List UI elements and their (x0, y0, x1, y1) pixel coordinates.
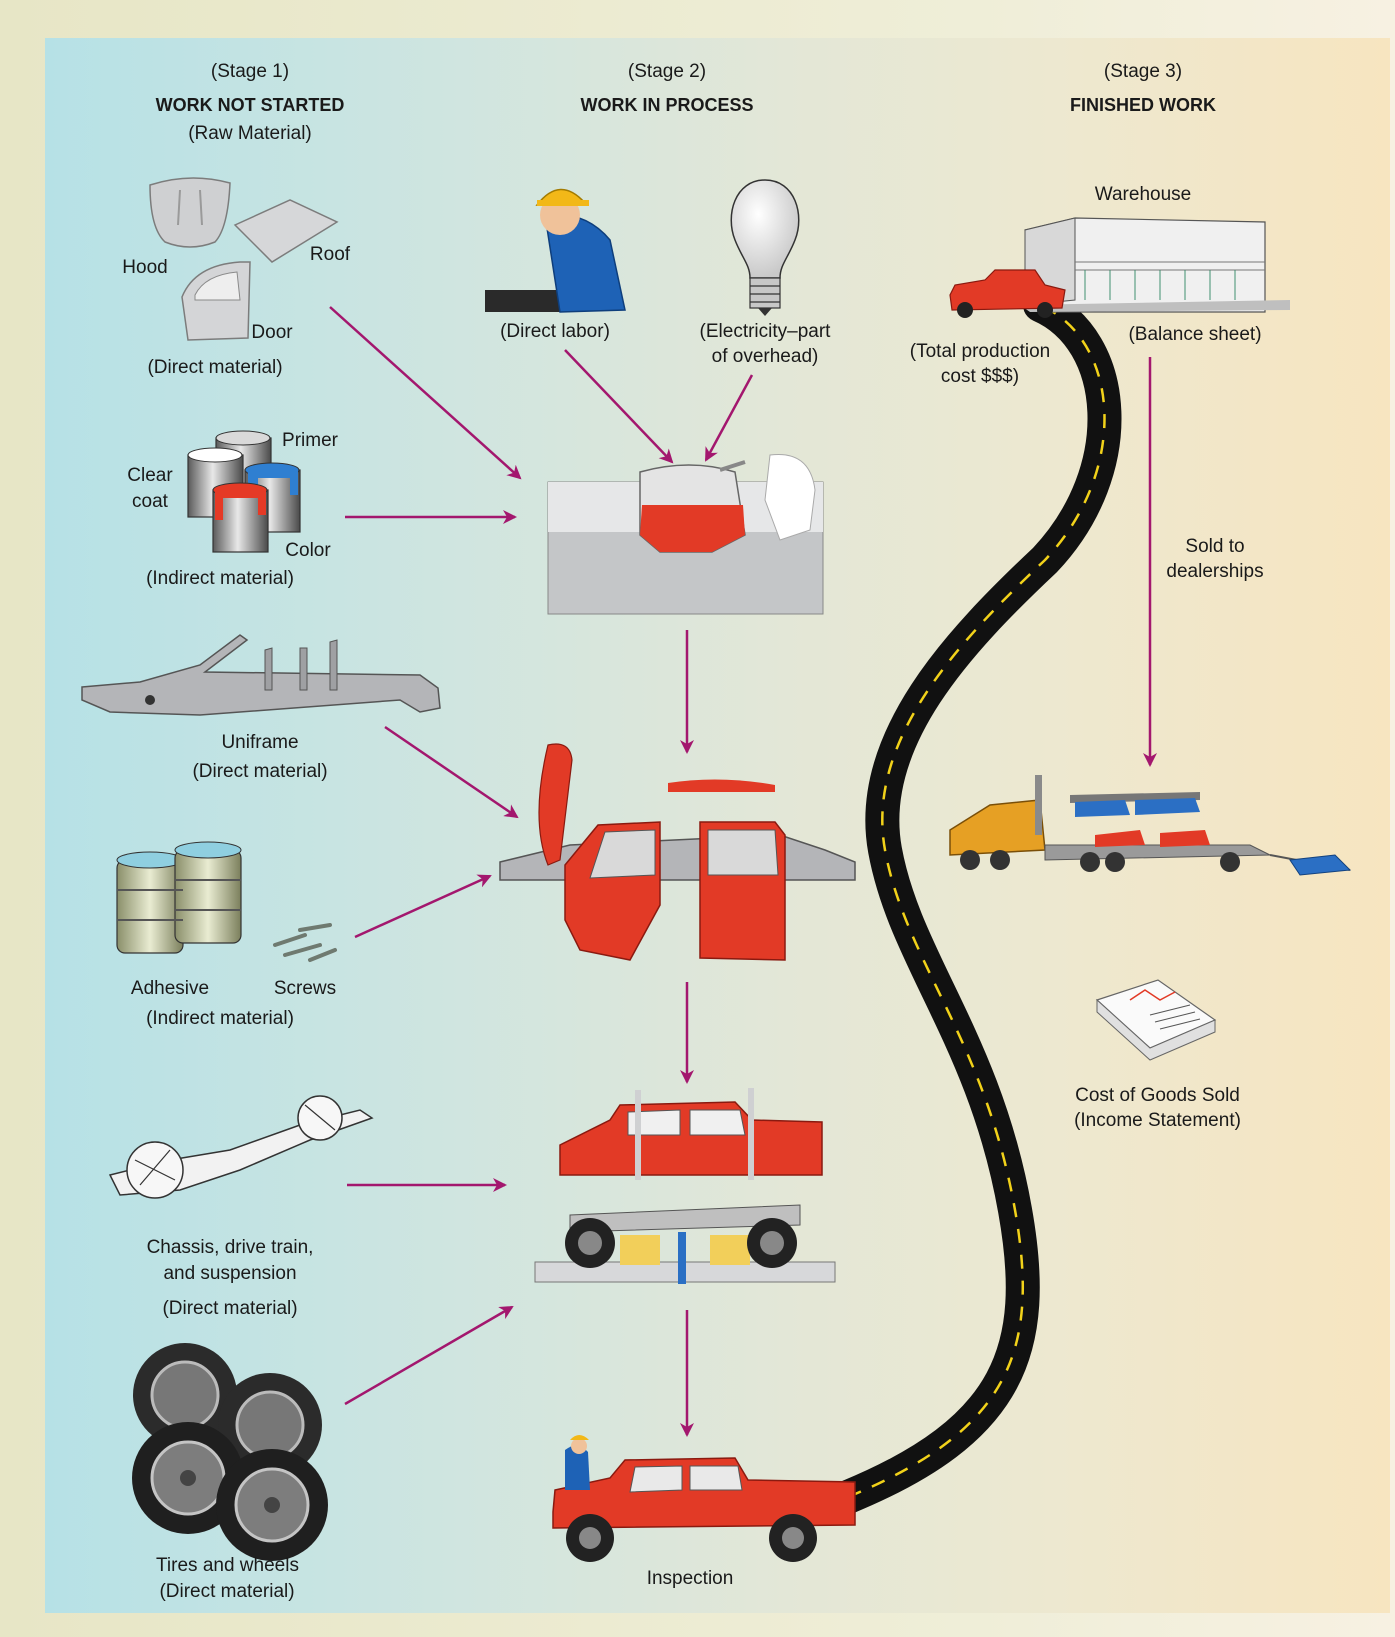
chassis-type-label: (Direct material) (162, 1298, 298, 1319)
paint-booth-icon (547, 453, 824, 615)
tires-icon (132, 1343, 328, 1561)
stage-1-label: (Stage 1) (210, 61, 290, 82)
hood-icon (149, 177, 231, 248)
warehouse-label: Warehouse (1094, 184, 1192, 205)
screws-icon (273, 923, 337, 962)
sold-label-line1: Sold to (1185, 536, 1245, 557)
chassis-icon (108, 1095, 374, 1199)
stage-2-title: WORK IN PROCESS (580, 95, 754, 115)
chassis-label-line2: and suspension (163, 1263, 297, 1284)
tires-type-label: (Direct material) (159, 1581, 295, 1602)
door-icon (181, 261, 251, 341)
electricity-label-line1: (Electricity–part (699, 321, 831, 342)
chassis-label-line1: Chassis, drive train, (146, 1237, 314, 1258)
tires-label: Tires and wheels (156, 1555, 299, 1576)
arrow-tires (344, 1305, 514, 1406)
stage-1-title: WORK NOT STARTED (155, 95, 345, 115)
adhesive-drums-icon (116, 841, 242, 954)
uniframe-label: Uniframe (221, 732, 299, 753)
income-statement-icon (1095, 979, 1217, 1061)
adhesive-label: Adhesive (130, 978, 210, 999)
cogs-label-line2: (Income Statement) (1074, 1110, 1241, 1131)
road-path (831, 288, 1122, 1514)
arrow-labor (564, 349, 674, 464)
car-carrier-icon (949, 775, 1352, 876)
inspection-truck-icon (552, 1435, 856, 1562)
production-cost-label-line2: cost $$$) (940, 366, 1020, 387)
stage-3-title: FINISHED WORK (1070, 95, 1216, 115)
stage-2-label: (Stage 2) (627, 61, 707, 82)
uniframe-type-label: (Direct material) (192, 761, 328, 782)
arrow-panels-to-paint (329, 306, 522, 480)
direct-labor-label: (Direct labor) (500, 321, 610, 342)
sold-label-line2: dealerships (1166, 561, 1264, 582)
paint-cans-icon (187, 430, 301, 553)
arrow-fasteners (354, 874, 492, 939)
balance-sheet-label: (Balance sheet) (1128, 324, 1262, 345)
cogs-label-line1: Cost of Goods Sold (1075, 1085, 1240, 1106)
inspection-label: Inspection (646, 1568, 734, 1589)
roof-icon (233, 199, 339, 263)
electricity-label-line2: of overhead) (711, 346, 819, 367)
arrow-uniframe (384, 725, 519, 819)
production-cost-label-line1: (Total production (909, 341, 1051, 362)
lightbulb-icon (730, 179, 800, 316)
uniframe-icon (81, 634, 441, 716)
worker-icon (485, 188, 626, 313)
arrow-electricity (704, 374, 754, 462)
body-assembly-icon (499, 743, 856, 961)
flow-arrows (329, 306, 1157, 1437)
paint-type-label: (Indirect material) (146, 568, 294, 589)
body-panels-type-label: (Direct material) (147, 357, 283, 378)
color-label: Color (285, 540, 331, 561)
clear-coat-label-line2: coat (132, 491, 168, 512)
screws-label: Screws (273, 978, 337, 999)
primer-label: Primer (282, 430, 338, 451)
finished-truck-icon (949, 269, 1066, 318)
chassis-assembly-icon (534, 1088, 836, 1284)
hood-label: Hood (122, 257, 168, 278)
stage-1-subtitle: (Raw Material) (188, 123, 312, 144)
clear-coat-label-line1: Clear (127, 465, 173, 486)
stage-3-label: (Stage 3) (1103, 61, 1183, 82)
door-label: Door (251, 322, 293, 343)
fasteners-type-label: (Indirect material) (146, 1008, 294, 1029)
roof-label: Roof (309, 244, 351, 265)
